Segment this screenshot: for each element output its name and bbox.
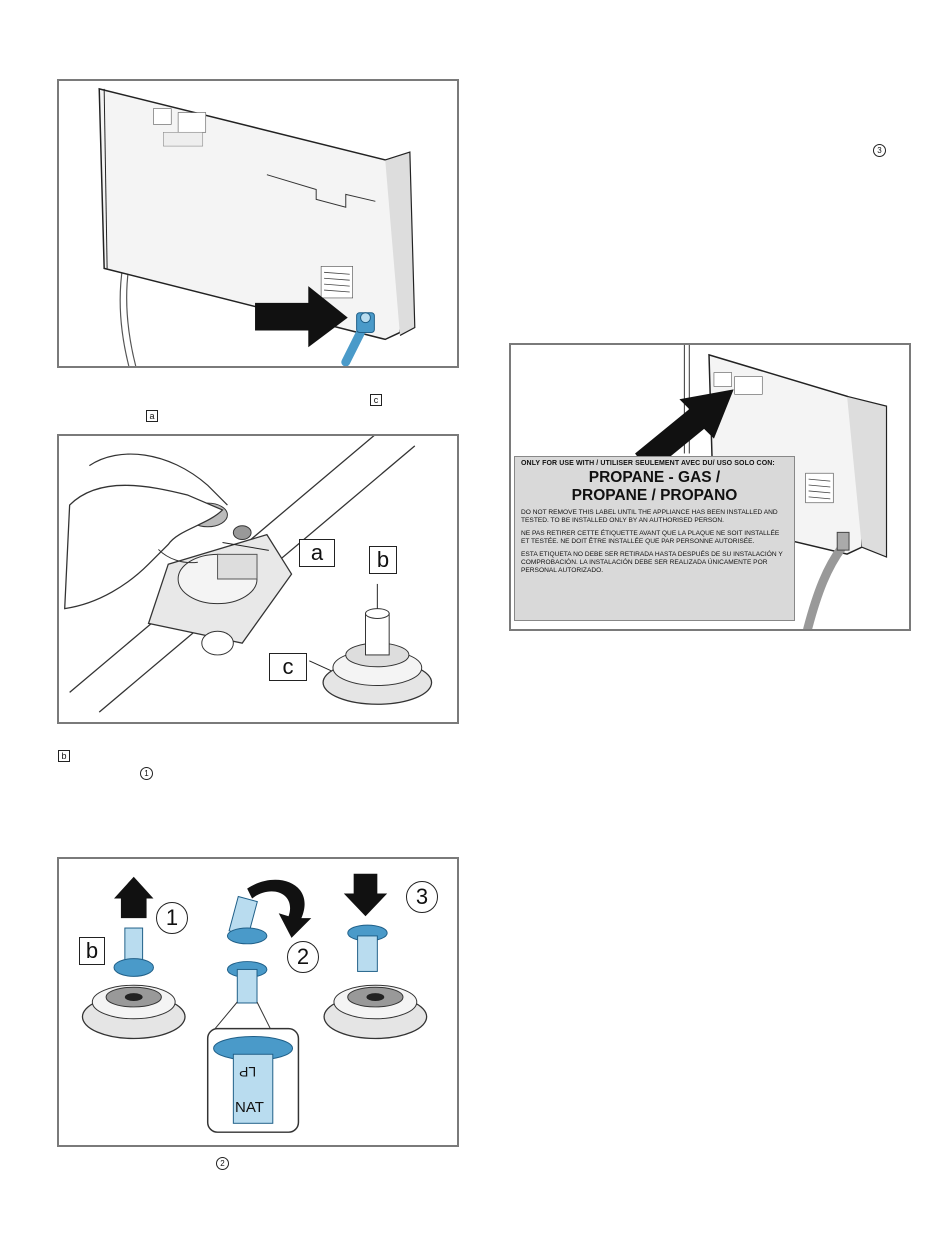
callout-c: c [269,653,307,681]
label-heading: ONLY FOR USE WITH / UTILISER SEULEMENT A… [521,460,775,467]
callout-b-step1: b [79,937,105,965]
ref-marker-c: c [370,394,382,406]
label-title-line2: PROPANE / PROPANO [571,487,738,504]
figure-nozzle-replacement: b 1 2 3 LP NAT [57,857,459,1147]
cooktop-underside-illustration [98,87,416,366]
step-marker-1: 1 [140,767,153,780]
step-marker-3: 3 [873,144,886,157]
ref-marker-b: b [58,750,70,762]
ref-marker-a: a [146,410,158,422]
nozzle-lp-text: LP [239,1064,257,1080]
callout-b: b [369,546,397,574]
nozzle-removal-illustration [64,436,433,713]
label-text-french: NE PAS RETIRER CETTE ÉTIQUETTE AVANT QUE… [521,529,780,546]
rotate-arrow-icon [247,879,312,938]
step-number-2: 2 [287,941,319,973]
nozzle-nat-text: NAT [235,1099,264,1116]
step-marker-2: 2 [216,1157,229,1170]
step-number-3: 3 [406,881,438,913]
arrow-icon [255,286,348,348]
label-title-line1: PROPANE - GAS / [588,469,721,486]
label-text-english: DO NOT REMOVE THIS LABEL UNTIL THE APPLI… [521,509,778,525]
step-number-1: 1 [156,902,188,934]
label-text-spanish: ESTA ETIQUETA NO DEBE SER RETIRADA HASTA… [521,550,783,575]
arrow-icon [635,389,734,474]
callout-a: a [299,539,335,567]
propane-label-plate: ONLY FOR USE WITH / UTILISER SEULEMENT A… [514,456,795,621]
figure-nozzle-removal: a b c [57,434,459,724]
arrow-up-icon [114,876,154,919]
arrow-down-icon [343,873,388,917]
nozzle-replacement-illustration [81,873,428,1133]
figure-cooktop-connection [57,79,459,368]
